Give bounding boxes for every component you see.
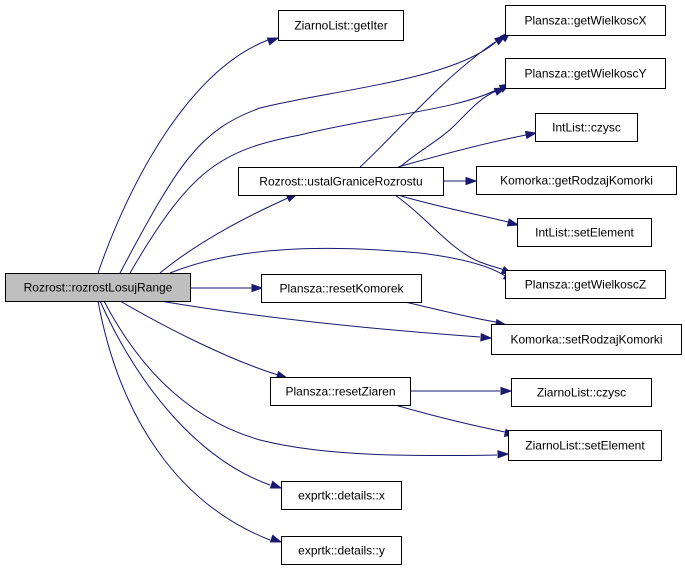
edge-resetKom-to-setRodzaj xyxy=(404,301,508,328)
edge-ustal-to-wX xyxy=(359,35,507,168)
node-getIter[interactable]: ZiarnoList::getIter xyxy=(278,10,404,41)
arrow-head xyxy=(480,333,493,342)
node-ziaSet[interactable]: ZiarnoList::setElement xyxy=(508,430,662,461)
edge-resetZia-to-ziaSet xyxy=(394,404,517,437)
edge-line xyxy=(397,194,509,223)
arrow-head xyxy=(497,450,510,459)
node-detY[interactable]: exprtk::details::y xyxy=(281,536,402,565)
node-getRodzaj[interactable]: Komorka::getRodzajKomorki xyxy=(476,166,677,195)
arrow-head xyxy=(251,283,264,293)
edge-ustal-to-intSet xyxy=(397,194,520,227)
node-label: ZiarnoList::getIter xyxy=(294,19,387,33)
edge-line xyxy=(119,300,279,376)
edge-ustal-to-wZ xyxy=(394,194,514,275)
edge-line xyxy=(359,41,496,168)
edge-line xyxy=(169,247,506,277)
node-box xyxy=(511,378,652,407)
node-box xyxy=(505,58,666,89)
edge-ustal-to-wY xyxy=(399,87,507,168)
edge-line xyxy=(399,90,497,168)
node-wX[interactable]: Plansza::getWielkoscX xyxy=(505,5,666,36)
node-label: Rozrost::ustalGraniceRozrostu xyxy=(259,175,422,189)
node-box xyxy=(270,377,411,406)
node-wY[interactable]: Plansza::getWielkoscY xyxy=(505,58,666,89)
node-label: Plansza::resetZiaren xyxy=(285,385,395,399)
edge-root-to-ustal xyxy=(159,193,299,274)
edge-line xyxy=(97,39,269,274)
node-wZ[interactable]: Plansza::getWielkoscZ xyxy=(505,270,666,299)
node-box xyxy=(508,430,662,461)
edge-line xyxy=(119,37,501,274)
edge-root-to-detX xyxy=(99,300,283,489)
node-box xyxy=(261,274,422,303)
edge-line xyxy=(129,87,501,274)
node-resetZia[interactable]: Plansza::resetZiaren xyxy=(270,377,411,406)
node-label: Plansza::getWielkoscY xyxy=(524,67,646,81)
edge-ustal-to-getRodzaj xyxy=(442,176,478,186)
arrow-head xyxy=(493,87,507,96)
node-box xyxy=(517,218,652,247)
node-setRodzaj[interactable]: Komorka::setRodzajKomorki xyxy=(491,324,682,355)
node-label: ZiarnoList::czysc xyxy=(537,386,626,400)
arrow-head xyxy=(500,386,513,396)
edge-line xyxy=(404,301,497,323)
node-ustal[interactable]: Rozrost::ustalGraniceRozrostu xyxy=(238,167,444,196)
edge-line xyxy=(97,300,271,541)
node-label: exprtk::details::y xyxy=(298,544,385,558)
node-box xyxy=(505,270,666,299)
node-label: Komorka::getRodzajKomorki xyxy=(500,174,653,188)
node-box xyxy=(5,273,191,302)
node-box xyxy=(505,5,666,36)
edge-root-to-setRodzaj xyxy=(159,300,493,342)
edge-root-to-resetKom xyxy=(190,283,264,293)
node-label: Plansza::resetKomorek xyxy=(279,282,404,296)
node-intSet[interactable]: IntList::setElement xyxy=(517,218,652,247)
node-label: IntList::czysc xyxy=(552,121,621,135)
edge-line xyxy=(394,404,506,433)
node-label: exprtk::details::x xyxy=(298,489,385,503)
edge-root-to-detY xyxy=(97,300,283,543)
node-label: Rozrost::rozrostLosujRange xyxy=(24,281,173,295)
node-box xyxy=(491,324,682,355)
arrow-head xyxy=(465,176,478,186)
edge-line xyxy=(394,194,506,271)
node-box xyxy=(238,167,444,196)
node-label: Komorka::setRodzajKomorki xyxy=(510,333,662,347)
function-nodes: Rozrost::rozrostLosujRange ZiarnoList::ge… xyxy=(5,5,682,565)
edge-ustal-to-intCzysc xyxy=(397,130,538,168)
arrow-head xyxy=(493,35,507,46)
node-detX[interactable]: exprtk::details::x xyxy=(281,481,402,510)
node-intCzysc[interactable]: IntList::czysc xyxy=(535,113,638,142)
node-root[interactable]: Rozrost::rozrostLosujRange xyxy=(5,273,191,302)
edge-line xyxy=(159,300,481,338)
node-ziaCzysc[interactable]: ZiarnoList::czysc xyxy=(511,378,652,407)
arrow-head xyxy=(266,37,280,46)
arrow-head xyxy=(524,130,538,140)
edge-root-to-ziaSet xyxy=(103,300,510,459)
edge-line xyxy=(159,196,291,274)
edge-resetZia-to-ziaCzysc xyxy=(410,386,513,396)
edge-line xyxy=(397,134,527,168)
node-box xyxy=(535,113,638,142)
node-box xyxy=(281,481,402,510)
node-resetKom[interactable]: Plansza::resetKomorek xyxy=(261,274,422,303)
node-label: ZiarnoList::setElement xyxy=(525,439,645,453)
arrow-head xyxy=(506,218,520,227)
edge-line xyxy=(99,300,271,486)
arrow-head xyxy=(269,534,283,543)
node-label: Plansza::getWielkoscX xyxy=(524,14,646,28)
node-box xyxy=(278,10,404,41)
edge-line xyxy=(103,300,498,457)
node-label: IntList::setElement xyxy=(535,226,634,240)
edge-root-to-resetZia xyxy=(119,300,289,379)
node-box xyxy=(476,166,677,195)
edge-root-to-getIter xyxy=(97,37,280,274)
node-label: Plansza::getWielkoscZ xyxy=(525,278,646,292)
arrow-head xyxy=(269,480,283,489)
node-box xyxy=(281,536,402,565)
